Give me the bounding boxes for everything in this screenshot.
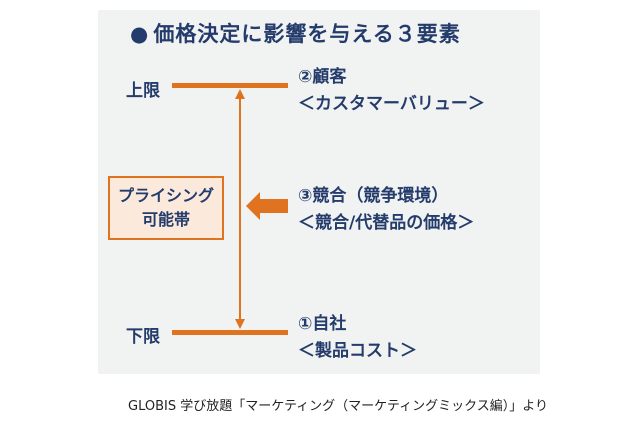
pricing-box-line1: プライシング <box>117 186 214 205</box>
title-bullet: ● <box>130 22 150 46</box>
source-caption: GLOBIS 学び放題「マーケティング（マーケティングミックス編）」より <box>128 399 548 414</box>
company-title: ①自社 <box>298 314 347 334</box>
pricing-box-line2: 可能帯 <box>141 210 190 229</box>
competition-title: ③競合（競争環境） <box>298 186 449 206</box>
pricing-range-box: プライシング 可能帯 <box>108 176 224 240</box>
lower-limit-line <box>172 330 288 335</box>
title-text: 価格決定に影響を与える３要素 <box>153 22 461 46</box>
upper-limit-line <box>172 83 288 88</box>
range-arrow-head-bottom <box>235 319 245 329</box>
customer-detail: ＜カスタマーバリュー＞ <box>298 94 485 114</box>
upper-limit-label: 上限 <box>126 81 160 101</box>
company-detail: ＜製品コスト＞ <box>298 341 417 361</box>
competition-item: ③競合（競争環境） ＜競合/代替品の価格＞ <box>298 183 474 237</box>
lower-limit-label: 下限 <box>126 327 160 347</box>
diagram-title: ●価格決定に影響を与える３要素 <box>130 18 530 48</box>
competition-detail: ＜競合/代替品の価格＞ <box>298 213 475 233</box>
customer-item: ②顧客 ＜カスタマーバリュー＞ <box>298 64 485 118</box>
company-item: ①自社 ＜製品コスト＞ <box>298 311 417 365</box>
range-arrow-head-top <box>235 89 245 99</box>
competition-pointer-arrow <box>246 192 288 220</box>
customer-title: ②顧客 <box>298 67 347 87</box>
